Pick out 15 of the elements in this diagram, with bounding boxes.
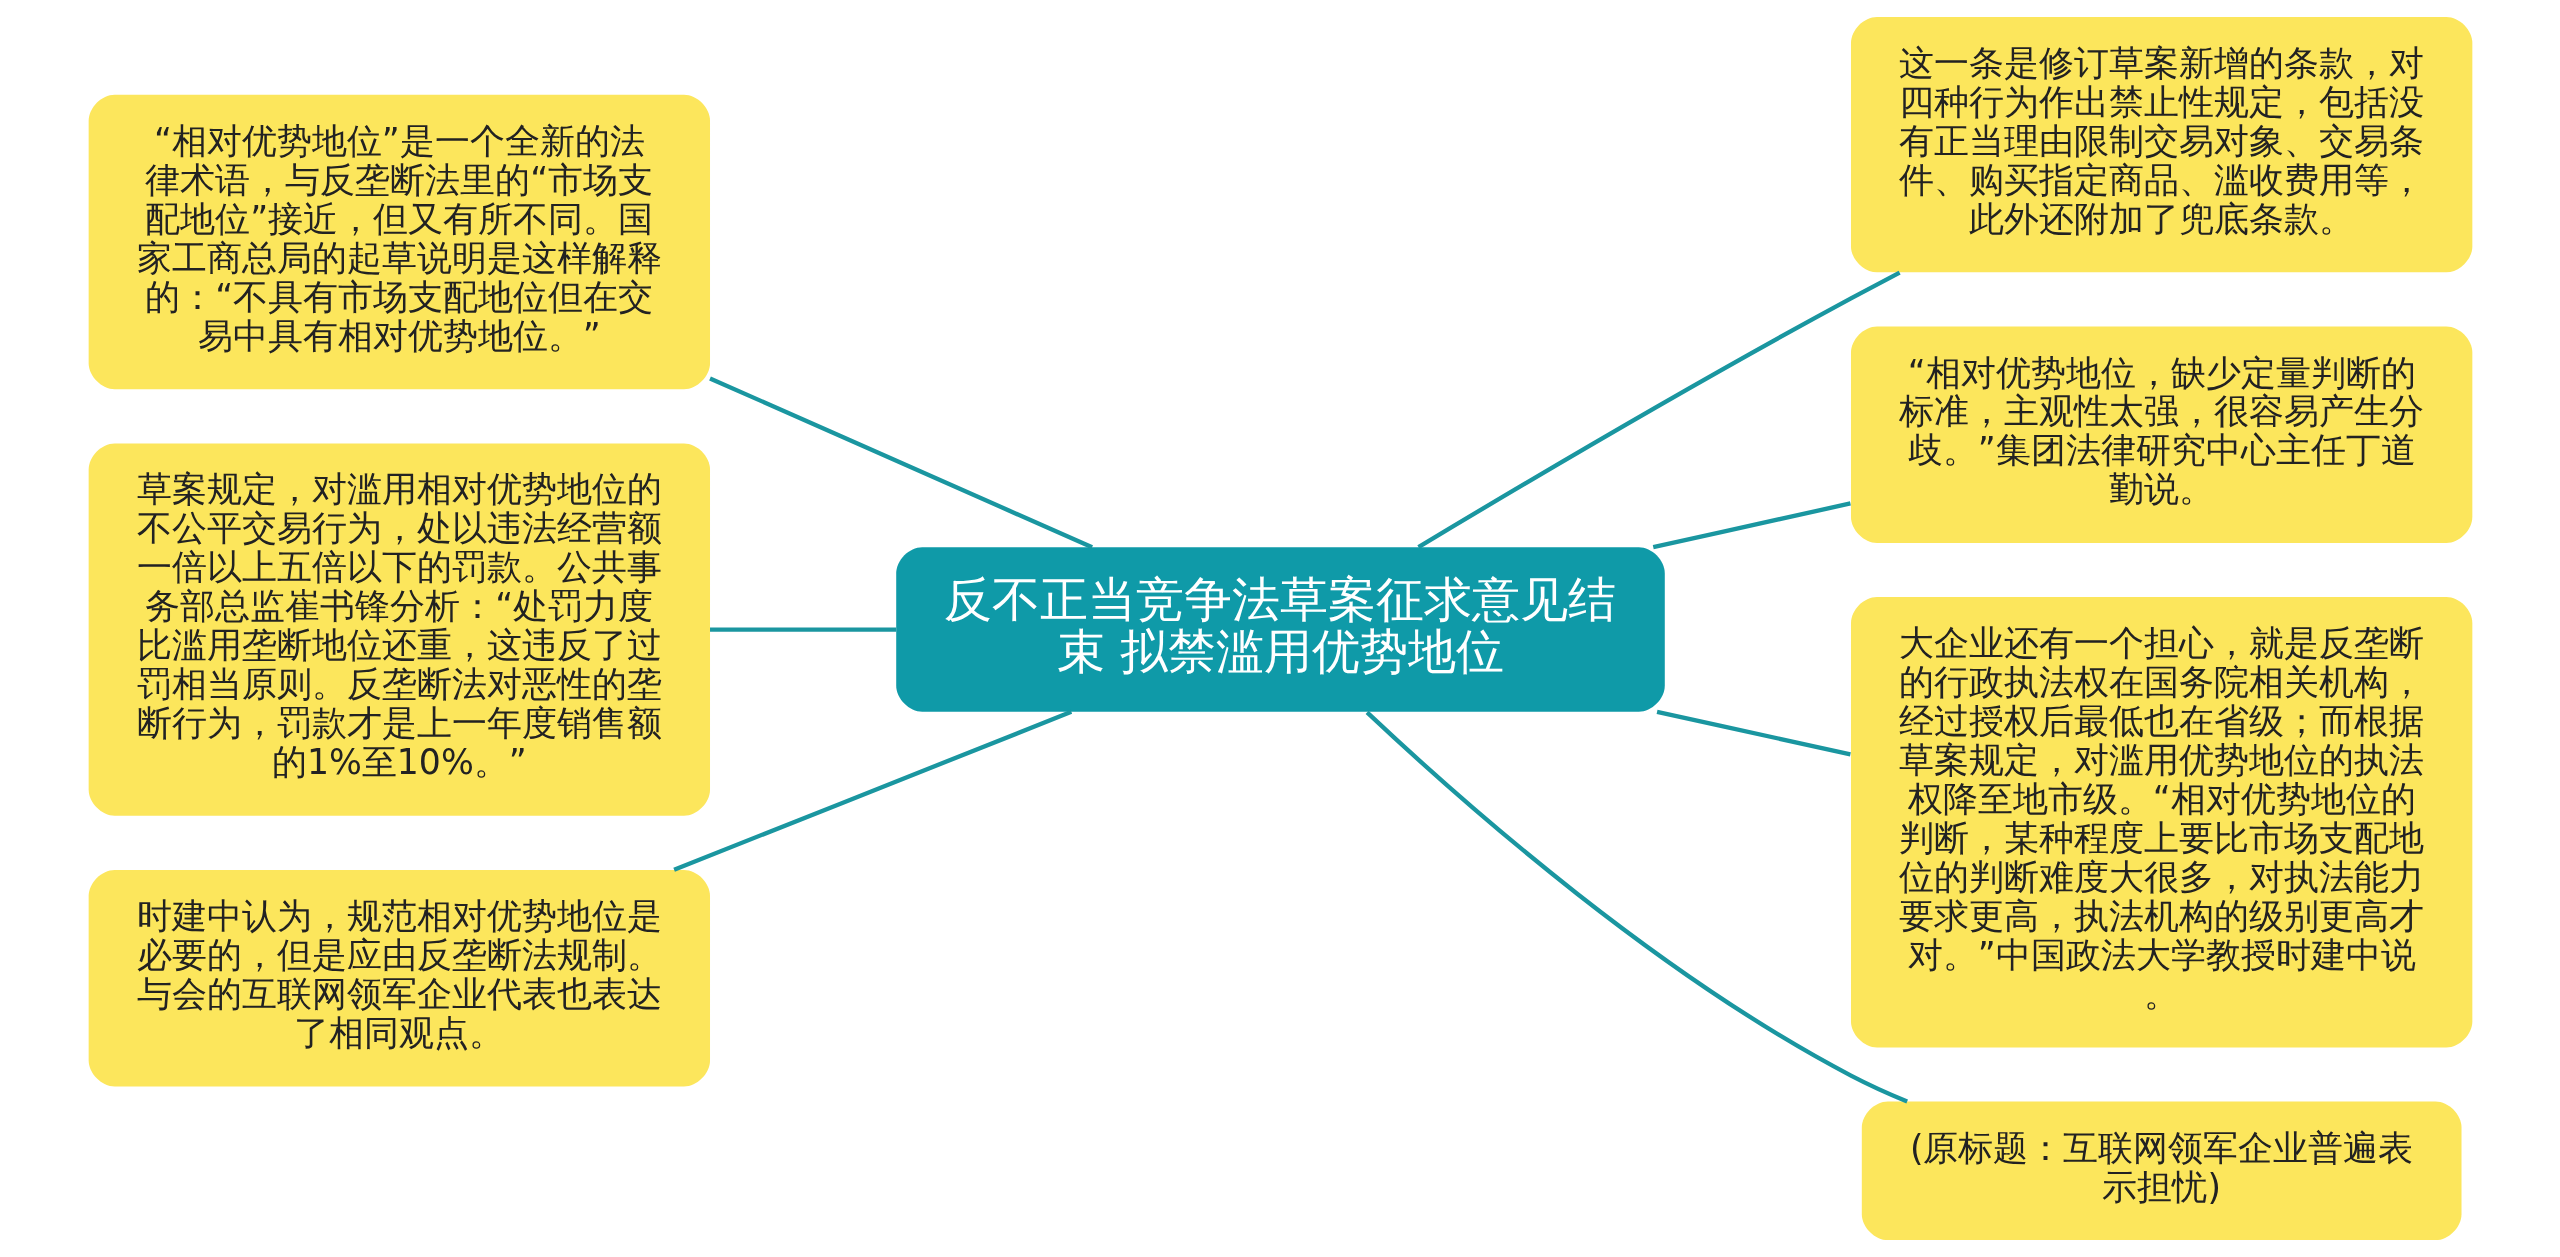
node-box: “相对优势地位，缺少定量判断的标准，主观性太强，很容易产生分歧。”集团法律研究中心主任丁道勤说。 (1850, 326, 2472, 543)
node-box: (原标题：互联网领军企业普遍表示担忧) (1861, 1101, 2461, 1241)
connector (709, 627, 896, 632)
node-box: 大企业还有一个担心，就是反垄断的行政执法权在国务院相关机构，经过授权后最低也在省级；而根据草案规定，对滥用优势地位的执法权降至地市级。“相对优势地位的判断，某种程度上要比市场支配地位的判断难度大很多，对执法能力要求更高，执法机构的级别更高才对。”中国政法大学教授时建中说。 (1850, 597, 2472, 1048)
node-box: 反不正当竞争法草案征求意见结束 拟禁滥用优势地位 (895, 547, 1665, 712)
connector (1652, 501, 1851, 550)
node-box: 这一条是修订草案新增的条款，对四种行为作出禁止性规定，包括没有正当理由限制交易对象、交易条件、购买指定商品、滥收费用等，此外还附加了兜底条款。 (1850, 16, 2472, 273)
node-box: 时建中认为，规范相对优势地位是必要的，但是应由反垄断法规制。与会的互联网领军企业代表也表达了相同观点。 (88, 869, 710, 1087)
connector (708, 376, 1093, 550)
connector (1416, 270, 1901, 549)
connector (672, 709, 1072, 872)
connector (1656, 709, 1851, 757)
node-box: “相对优势地位”是一个全新的法律术语，与反垄断法里的“市场支配地位”接近，但又有所不同。国家工商总局的起草说明是这样解释的：“不具有市场支配地位但在交易中具有相对优势地位。” (88, 94, 710, 390)
node-box: 草案规定，对滥用相对优势地位的不公平交易行为，处以违法经营额一倍以上五倍以下的罚款。公共事务部总监崔书锋分析：“处罚力度比滥用垄断地位还重，这违反了过罚相当原则。反垄断法对恶性的垄断行为，罚款才是上一年度销售额的1%至10%。” (88, 443, 710, 816)
connector (1365, 710, 1908, 1104)
